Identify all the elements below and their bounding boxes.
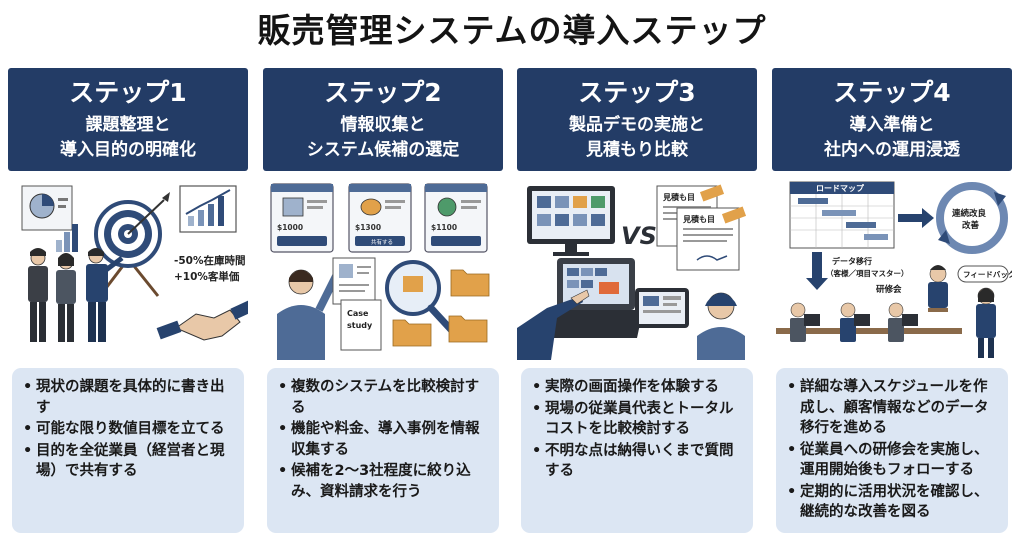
step-3-subtitle-line1: 製品デモの実施と bbox=[569, 115, 705, 135]
step-2-subtitle-line1: 情報収集と bbox=[340, 115, 426, 135]
product-card-2: $1300 共有する bbox=[348, 183, 412, 253]
growth-chart-icon bbox=[179, 185, 237, 233]
monitor-icon bbox=[527, 186, 615, 256]
step-3-column: ステップ3 製品デモの実施と 見積もり比較 VS bbox=[517, 68, 757, 539]
step-1-column: ステップ1 課題整理と 導入目的の明確化 bbox=[8, 68, 248, 539]
vs-text: VS bbox=[621, 222, 657, 250]
profile-document-icon bbox=[332, 257, 376, 305]
step-4-subtitle-line2: 社内への運用浸透 bbox=[824, 140, 960, 160]
database-icon bbox=[360, 198, 382, 216]
step-4-bullet-3: 定期的に活用状況を確認し、継続的な改善を図る bbox=[786, 482, 1000, 523]
step-2-subtitle: 情報収集と システム候補の選定 bbox=[263, 113, 503, 163]
support-staff-icon bbox=[976, 287, 996, 358]
migration-text-1: データ移行 bbox=[832, 256, 872, 266]
product-card-3: $1100 bbox=[424, 183, 488, 253]
bar-chart-icon bbox=[56, 224, 78, 252]
step-1-subtitle-line1: 課題整理と bbox=[85, 115, 171, 135]
pos-register-icon bbox=[547, 258, 643, 338]
step-3-header: ステップ3 製品デモの実施と 見積もり比較 bbox=[517, 68, 757, 171]
step-2-bullet-3: 候補を2～3社程度に絞り込み、資料請求を行う bbox=[277, 461, 491, 502]
register-icon bbox=[282, 197, 304, 217]
step-1-subtitle: 課題整理と 導入目的の明確化 bbox=[8, 113, 248, 163]
cycle-text-2: 改善 bbox=[962, 220, 980, 231]
step-1-illustration: -50%在庫時間 +10%客単価 bbox=[21, 185, 248, 342]
target-icon bbox=[94, 192, 170, 297]
share-button-label: 共有する bbox=[371, 238, 393, 246]
step-2-bullet-2: 機能や料金、導入事例を情報収集する bbox=[277, 419, 491, 460]
step-2-bullet-box: 複数のシステムを比較検討する 機能や料金、導入事例を情報収集する 候補を2～3社… bbox=[267, 368, 499, 533]
step-1-subtitle-line2: 導入目的の明確化 bbox=[60, 140, 196, 160]
step-3-number: ステップ3 bbox=[578, 78, 696, 107]
step-3-bullet-2: 現場の従業員代表とトータルコストを比較検討する bbox=[531, 399, 745, 440]
pie-chart-icon bbox=[21, 185, 73, 231]
step-1-bullet-1: 現状の課題を具体的に書き出す bbox=[22, 377, 236, 418]
migration-text-2: （客様／項目マスター） bbox=[826, 268, 909, 278]
step-4-number: ステップ4 bbox=[833, 78, 951, 107]
worker-icon bbox=[697, 292, 745, 360]
price-3-text: $1100 bbox=[431, 223, 457, 232]
step-4-subtitle-line1: 導入準備と bbox=[849, 115, 935, 135]
case-text: Case bbox=[347, 309, 369, 318]
trainees-icon bbox=[776, 302, 962, 342]
person-icon bbox=[277, 269, 341, 360]
step-1-bullet-3: 目的を全従業員（経営者と現場）で共有する bbox=[22, 441, 236, 482]
step-1-number: ステップ1 bbox=[69, 78, 187, 107]
improvement-cycle-icon: 連続改良 改善 bbox=[936, 182, 1008, 254]
step-2-header: ステップ2 情報収集と システム候補の選定 bbox=[263, 68, 503, 171]
price-2-text: $1300 bbox=[355, 223, 381, 232]
step-2-subtitle-line2: システム候補の選定 bbox=[306, 140, 460, 160]
step-2-column: ステップ2 情報収集と システム候補の選定 $1000 $1300 共有する bbox=[263, 68, 503, 539]
gear-icon bbox=[437, 197, 457, 217]
arrow-down-icon bbox=[806, 252, 828, 290]
folder-icons bbox=[392, 269, 490, 347]
step-3-subtitle: 製品デモの実施と 見積もり比較 bbox=[517, 113, 757, 163]
handshake-icon bbox=[156, 300, 248, 341]
step-4-column: ステップ4 導入準備と 社内への運用浸透 ロードマップ bbox=[772, 68, 1012, 539]
step-4-illustration: ロードマップ 連続改良 改善 データ移行 （客 bbox=[776, 181, 1012, 358]
roadmap-chart-icon: ロードマップ bbox=[789, 181, 895, 249]
roadmap-title: ロードマップ bbox=[816, 183, 865, 193]
quote-document-2: 見積も目 bbox=[676, 206, 747, 271]
step-3-bullet-1: 実際の画面操作を体験する bbox=[531, 377, 745, 398]
step-3-illustration: VS 見積も目 見積も目 bbox=[517, 184, 747, 360]
step-2-number: ステップ2 bbox=[324, 78, 442, 107]
step-4-bullet-box: 詳細な導入スケジュールを作成し、顧客情報などのデータ移行を進める 従業員への研修… bbox=[776, 368, 1008, 533]
cycle-text-1: 連続改良 bbox=[952, 208, 987, 219]
product-card-1: $1000 bbox=[270, 183, 334, 253]
quote-1-title: 見積も目 bbox=[662, 192, 695, 202]
step-4-subtitle: 導入準備と 社内への運用浸透 bbox=[772, 113, 1012, 163]
step-1-bullet-2: 可能な限り数値目標を立てる bbox=[22, 419, 236, 440]
step-4-bullet-1: 詳細な導入スケジュールを作成し、顧客情報などのデータ移行を進める bbox=[786, 377, 1000, 439]
presenter-icon bbox=[928, 265, 948, 312]
step-3-bullet-box: 実際の画面操作を体験する 現場の従業員代表とトータルコストを比較検討する 不明な… bbox=[521, 368, 753, 533]
quote-2-title: 見積も目 bbox=[682, 214, 715, 224]
feedback-text: フィードバック bbox=[963, 269, 1012, 279]
step-4-bullet-2: 従業員への研修会を実施し、運用開始後もフォローする bbox=[786, 440, 1000, 481]
step-3-subtitle-line2: 見積もり比較 bbox=[586, 140, 688, 160]
training-text: 研修会 bbox=[876, 284, 902, 295]
metric-spend-text: +10%客単価 bbox=[174, 270, 240, 283]
pointing-hand-icon bbox=[517, 289, 590, 360]
feedback-bubble: フィードバック bbox=[957, 265, 1012, 283]
metric-inventory-text: -50%在庫時間 bbox=[174, 254, 246, 267]
tablet-icon bbox=[635, 288, 689, 328]
step-2-illustration: $1000 $1300 共有する $1100 bbox=[270, 183, 490, 360]
study-text: study bbox=[347, 321, 373, 330]
price-1-text: $1000 bbox=[277, 223, 303, 232]
signature-icon bbox=[696, 255, 728, 261]
step-1-bullet-box: 現状の課題を具体的に書き出す 可能な限り数値目標を立てる 目的を全従業員（経営者… bbox=[12, 368, 244, 533]
arrow-right-icon bbox=[898, 208, 934, 228]
case-study-document-icon: Case study bbox=[340, 299, 382, 351]
step-3-bullet-3: 不明な点は納得いくまで質問する bbox=[531, 441, 745, 482]
step-1-header: ステップ1 課題整理と 導入目的の明確化 bbox=[8, 68, 248, 171]
page-title: 販売管理システムの導入ステップ bbox=[257, 11, 767, 50]
business-team-icon bbox=[28, 248, 124, 342]
step-4-header: ステップ4 導入準備と 社内への運用浸透 bbox=[772, 68, 1012, 171]
step-2-bullet-1: 複数のシステムを比較検討する bbox=[277, 377, 491, 418]
